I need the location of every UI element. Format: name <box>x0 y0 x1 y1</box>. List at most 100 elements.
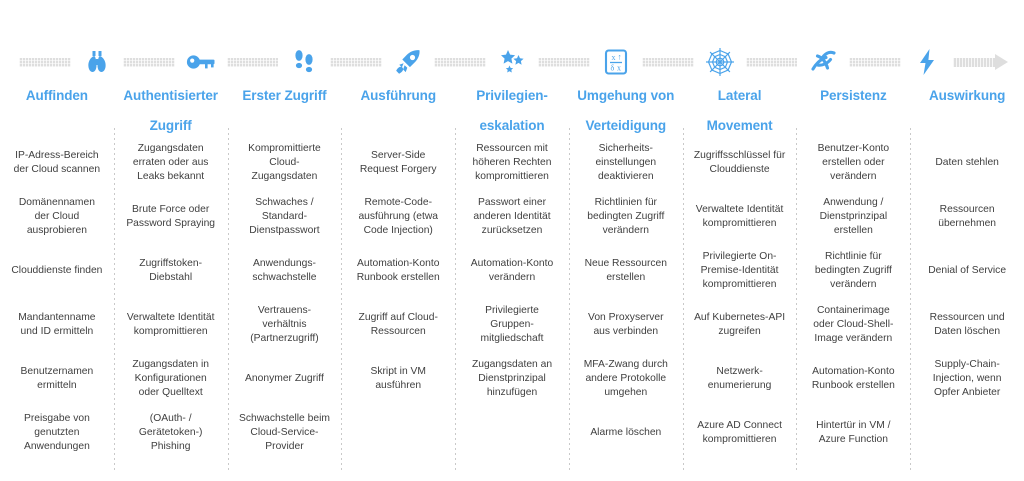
technique-item: Skript in VM ausführen <box>370 365 426 391</box>
column-title: Lateral Movement <box>707 88 773 133</box>
column-title: Auffinden <box>26 88 88 128</box>
technique-item: Mandantenname und ID ermitteln <box>18 311 96 337</box>
rail-segment <box>641 57 694 67</box>
technique-item: Daten stehlen <box>935 156 999 168</box>
column-title-line: Movement <box>706 118 773 133</box>
technique-item: Automation-Konto Runbook erstellen <box>356 257 440 283</box>
technique-item: Server-Side Request Forgery <box>359 149 437 175</box>
evasion-board-icon: x ↑ δ x <box>595 46 637 78</box>
rail-segment <box>434 57 486 67</box>
technique-item: Anwendungs-schwachstelle <box>252 257 317 283</box>
column-title: Auswirkung <box>929 88 1005 128</box>
technique-item: Privilegierte Gruppen-mitgliedschaft <box>480 304 544 345</box>
rocket-icon <box>387 46 429 78</box>
column-title: Erster Zugriff <box>242 88 326 128</box>
column-title-line: Lateral <box>717 88 762 103</box>
column-umgehung-von-verteidigung: Umgehung von Verteidigung Sicherheits-ei… <box>568 80 683 481</box>
lightning-bolt-icon <box>906 46 948 78</box>
technique-item: Richtlinie für bedingten Zugriff verände… <box>814 250 892 291</box>
rail-segment <box>849 57 902 67</box>
technique-item: Zugriff auf Cloud-Ressourcen <box>358 311 438 337</box>
technique-item: Supply-Chain-Injection, wenn Opfer Anbie… <box>932 358 1002 399</box>
column-title-line: Verteidigung <box>585 118 667 133</box>
spider-web-icon <box>699 46 741 78</box>
technique-item: Von Proxyserver aus verbinden <box>588 311 664 337</box>
technique-item: Verwaltete Identität kompromittieren <box>126 311 215 337</box>
column-title: Persistenz <box>820 88 887 128</box>
technique-item: Neue Ressourcen erstellen <box>584 257 667 283</box>
key-icon <box>180 46 222 78</box>
svg-text:x: x <box>611 53 615 62</box>
technique-item: Hintertür in VM / Azure Function <box>816 419 891 445</box>
rail-segment <box>330 57 383 67</box>
column-auswirkung: Auswirkung Daten stehlen Ressourcen über… <box>910 80 1024 481</box>
rail-segment <box>226 57 279 67</box>
technique-list: Benutzer-Konto erstellen oder verändern … <box>802 136 904 460</box>
rail-segment-arrow <box>953 53 1009 70</box>
technique-item: Zugangsdaten erraten oder aus Leaks beka… <box>132 142 209 183</box>
column-title-line: eskalation <box>479 118 545 133</box>
technique-list: Daten stehlen Ressourcen übernehmen Deni… <box>916 136 1018 460</box>
technique-item: Domänennamen der Cloud ausprobieren <box>18 196 95 237</box>
technique-list: Ressourcen mit höheren Rechten kompromit… <box>461 136 563 460</box>
technique-list: Sicherheits-einstellungen deaktivieren R… <box>575 136 677 460</box>
technique-item: (OAuth- / Gerätetoken-) Phishing <box>138 412 203 453</box>
svg-text:δ: δ <box>610 64 614 73</box>
technique-list: IP-Adress-Bereich der Cloud scannen Domä… <box>6 136 108 460</box>
svg-text:x: x <box>617 64 621 73</box>
technique-item: Schwaches / Standard-Dienstpasswort <box>249 196 320 237</box>
technique-item: Remote-Code-ausführung (etwa Code Inject… <box>358 196 439 237</box>
technique-item: Zugriffstoken-Diebstahl <box>139 257 203 283</box>
technique-item: Vertrauens-verhältnis (Partnerzugriff) <box>250 304 319 345</box>
rope-knot-icon <box>802 46 844 78</box>
column-title-line: Erster Zugriff <box>242 88 327 103</box>
technique-item: Privilegierte On-Premise-Identität kompr… <box>700 250 779 291</box>
technique-item: Azure AD Connect kompromittieren <box>697 419 782 445</box>
technique-item: Preisgabe von genutzten Anwendungen <box>23 412 90 453</box>
column-persistenz: Persistenz Benutzer-Konto erstellen oder… <box>796 80 910 481</box>
technique-item: Anwendung / Dienstprinzipal erstellen <box>819 196 888 237</box>
technique-item: Zugangsdaten in Konfigurationen oder Que… <box>132 358 210 399</box>
technique-item: Netzwerk-enumerierung <box>707 365 772 391</box>
technique-item: Benutzernamen ermitteln <box>20 365 94 391</box>
stage-timeline-rail: x ↑ δ x <box>0 46 1024 78</box>
technique-item: Richtlinien für bedingten Zugriff veränd… <box>587 196 665 237</box>
column-title-line: Privilegien- <box>476 88 548 103</box>
rail-segment <box>537 57 590 67</box>
technique-item: Clouddienste finden <box>11 264 103 276</box>
technique-item: Zugriffsschlüssel für Clouddienste <box>693 149 786 175</box>
technique-item: Benutzer-Konto erstellen oder verändern <box>817 142 890 183</box>
technique-item: Auf Kubernetes-API zugreifen <box>694 311 786 337</box>
binoculars-icon <box>76 46 118 78</box>
technique-item: Containerimage oder Cloud-Shell-Image ve… <box>813 304 894 345</box>
column-lateral-movement: Lateral Movement Zugriffsschlüssel für C… <box>682 80 797 481</box>
column-title-line: Authentisierter <box>123 88 218 103</box>
technique-item: Zugangsdaten an Dienstprinzipal hinzufüg… <box>471 358 553 399</box>
technique-item: Denial of Service <box>928 264 1007 276</box>
column-title-line: Umgehung von <box>577 88 675 103</box>
technique-item: Sicherheits-einstellungen deaktivieren <box>595 142 657 183</box>
technique-item: Automation-Konto verändern <box>470 257 554 283</box>
technique-item: Passwort einer anderen Identität zurücks… <box>473 196 551 237</box>
column-title-line: Auswirkung <box>929 88 1006 103</box>
technique-list: Zugangsdaten erraten oder aus Leaks beka… <box>120 136 222 460</box>
column-title-line: Persistenz <box>820 88 887 103</box>
column-title: Privilegien- eskalation <box>476 88 548 133</box>
stage-columns: Auffinden IP-Adress-Bereich der Cloud sc… <box>0 80 1024 481</box>
technique-list: Zugriffsschlüssel für Clouddienste Verwa… <box>689 136 791 460</box>
technique-item: Schwachstelle beim Cloud-Service-Provide… <box>238 412 330 453</box>
column-title: Ausführung <box>360 88 436 128</box>
technique-item: MFA-Zwang durch andere Protokolle umgehe… <box>583 358 668 399</box>
technique-item: Brute Force oder Password Spraying <box>126 203 216 229</box>
column-title-line: Ausführung <box>360 88 436 103</box>
technique-list: Kompromittierte Cloud-Zugangsdaten Schwa… <box>234 136 336 460</box>
technique-list: Server-Side Request Forgery Remote-Code-… <box>347 136 449 460</box>
column-title: Authentisierter Zugriff <box>123 88 218 133</box>
column-authentisierter-zugriff: Authentisierter Zugriff Zugangsdaten err… <box>113 80 228 481</box>
column-privilegieneskalation: Privilegien- eskalation Ressourcen mit h… <box>455 80 569 481</box>
column-title: Umgehung von Verteidigung <box>577 88 675 133</box>
column-title-line: Zugriff <box>149 118 192 133</box>
footprints-icon <box>283 46 325 78</box>
technique-item: Ressourcen mit höheren Rechten kompromit… <box>472 142 552 183</box>
